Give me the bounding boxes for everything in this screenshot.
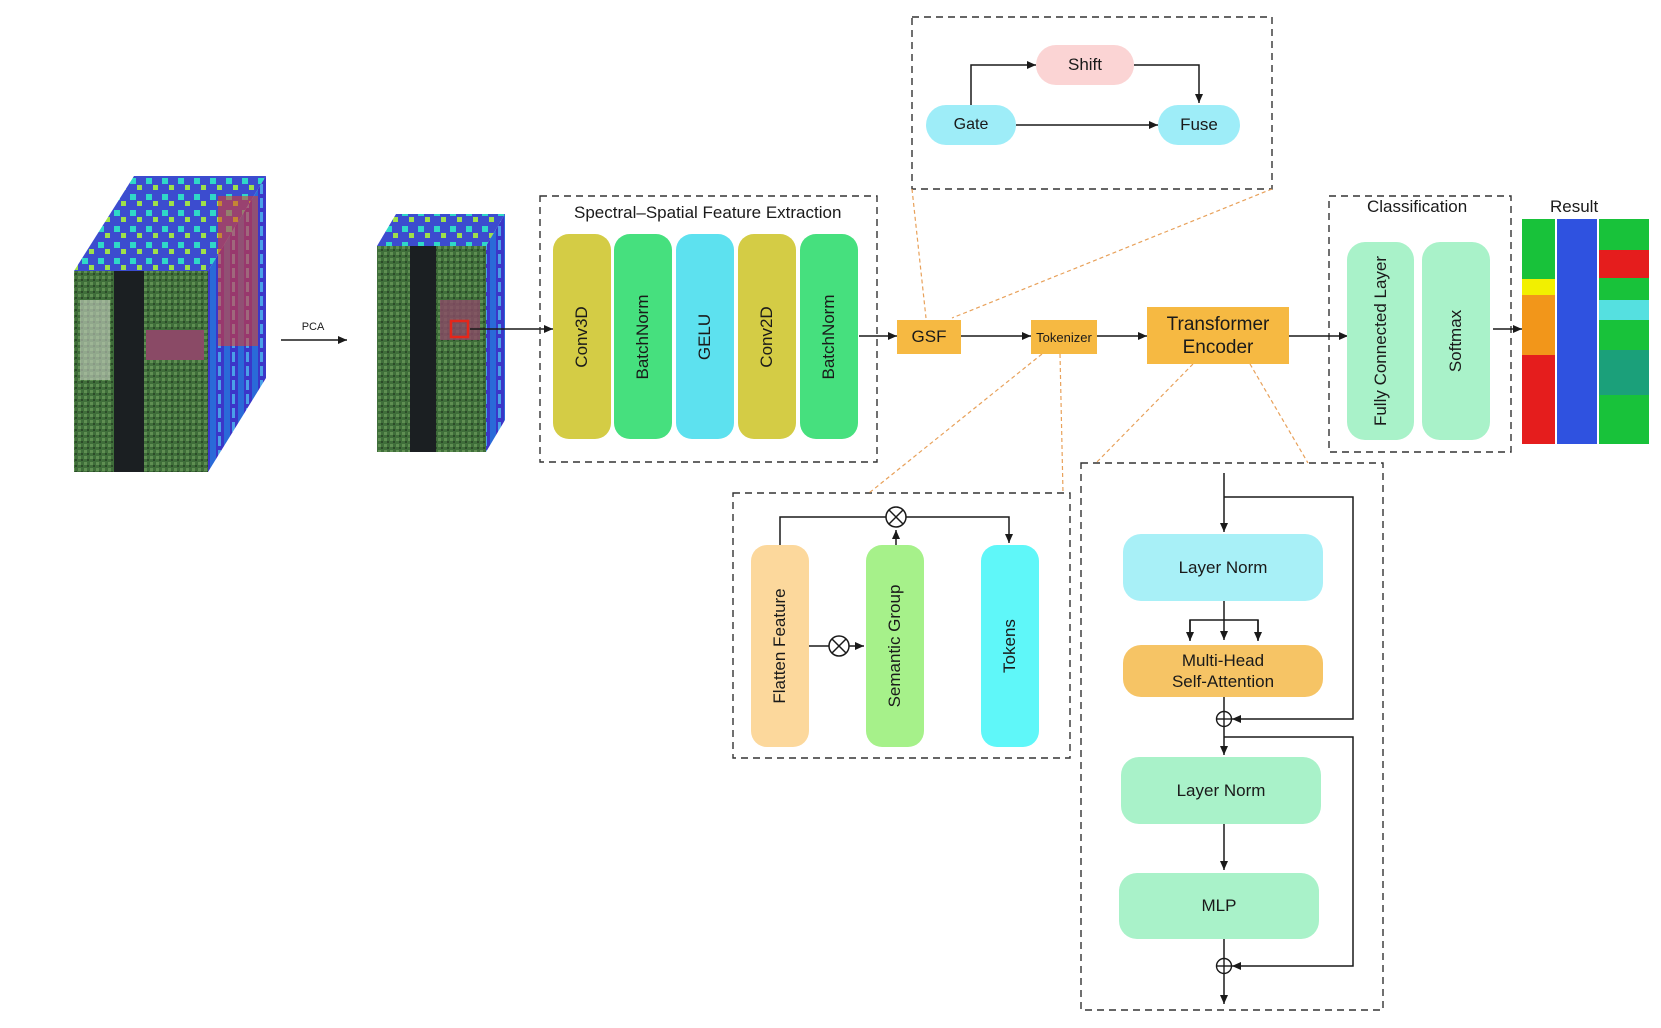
fully-connected-block: Fully Connected Layer	[1347, 242, 1414, 440]
classification-title: Classification	[1367, 197, 1468, 216]
ssfe-layer-batchnorm: BatchNorm	[614, 234, 672, 439]
tokenizer-detail-frame	[732, 492, 1071, 759]
tokens-block: Tokens	[981, 545, 1039, 747]
ssfe-layer-conv3d: Conv3D	[553, 234, 611, 439]
gsf-block: GSF	[897, 320, 961, 354]
ssfe-layer-label: BatchNorm	[819, 293, 838, 380]
ssfe-layer-batchnorm: BatchNorm	[800, 234, 858, 439]
cube-river	[114, 271, 144, 472]
ssfe-layer-label: BatchNorm	[633, 293, 652, 380]
ssfe-frame	[539, 195, 878, 463]
multiply-node	[828, 635, 850, 657]
multiply-node	[885, 506, 907, 528]
pca-reduced-cube	[377, 214, 505, 452]
cube-side-hotspot	[218, 196, 258, 346]
pca-label: PCA	[302, 321, 325, 333]
ssfe-title: Spectral–Spatial Feature Extraction	[574, 203, 842, 222]
transformer-detail-wiring	[1186, 473, 1354, 1004]
fully-connected-label: Fully Connected Layer	[1370, 255, 1390, 427]
patch-highlight	[449, 319, 470, 339]
add-node	[1215, 957, 1233, 975]
gsf-detail-frame	[911, 16, 1273, 190]
ssfe-layer-label: Conv2D	[757, 305, 776, 368]
flatten-feature-label: Flatten Feature	[770, 588, 789, 704]
transformer-detail-frame	[1080, 462, 1384, 1011]
gate-node: Gate	[926, 105, 1016, 145]
gsf-detail-wiring	[970, 61, 1203, 129]
reduced-cube-top	[377, 214, 505, 246]
semantic-group-block: Semantic Group	[866, 545, 924, 747]
layer-norm-2-block: Layer Norm	[1121, 757, 1321, 824]
fuse-node: Fuse	[1158, 105, 1240, 145]
add-node	[1215, 710, 1233, 728]
cube-field-patch	[146, 330, 204, 360]
reduced-cube-side	[486, 214, 505, 452]
classification-result-map	[1522, 219, 1649, 444]
mhsa-line2: Self-Attention	[1171, 672, 1275, 691]
shift-node: Shift	[1036, 45, 1134, 85]
ssfe-layer-conv2d: Conv2D	[738, 234, 796, 439]
hyperspectral-cube	[74, 176, 266, 472]
transformer-encoder-line1: Transformer	[1166, 313, 1270, 335]
tokenizer-detail-wiring	[779, 516, 1013, 650]
classification-frame	[1328, 195, 1512, 453]
mlp-block: MLP	[1119, 873, 1319, 939]
flatten-feature-block: Flatten Feature	[751, 545, 809, 747]
softmax-label: Softmax	[1446, 309, 1465, 373]
mhsa-line1: Multi-Head	[1181, 651, 1265, 670]
ssfe-layer-label: GELU	[695, 313, 714, 360]
tokens-label: Tokens	[1000, 619, 1019, 673]
ssfe-layer-label: Conv3D	[572, 305, 591, 368]
detail-leader-lines	[868, 188, 1309, 494]
softmax-block: Softmax	[1422, 242, 1490, 440]
multi-head-attention-block: Multi-Head Self-Attention	[1123, 645, 1323, 697]
ssfe-layer-gelu: GELU	[676, 234, 734, 439]
transformer-encoder-line2: Encoder	[1182, 336, 1254, 358]
transformer-encoder-block: Transformer Encoder	[1147, 307, 1289, 364]
result-title: Result	[1550, 197, 1599, 216]
layer-norm-1-block: Layer Norm	[1123, 534, 1323, 601]
tokenizer-block: Tokenizer	[1031, 320, 1097, 354]
semantic-group-label: Semantic Group	[885, 584, 904, 708]
